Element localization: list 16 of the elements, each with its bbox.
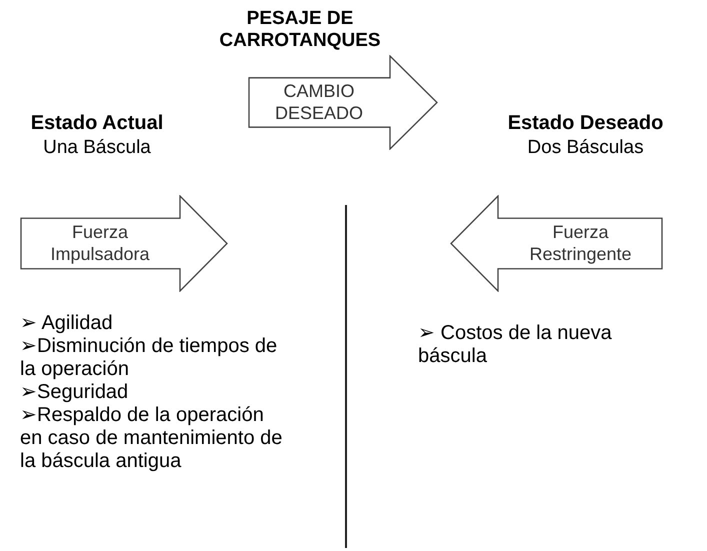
bullet-item: ➢Disminución de tiempos de la operación <box>20 335 278 381</box>
bullet-item: ➢Respaldo de la operación en caso de mantenimiento de la báscula antigua <box>20 404 284 473</box>
state-subtitle: Una Báscula <box>42 136 152 160</box>
title: PESAJE DE CARROTANQUES <box>218 8 382 52</box>
bullet-item: ➢ Costos de la nueva báscula <box>418 322 613 368</box>
state-subtitle: Dos Básculas <box>526 136 645 160</box>
state-heading: Estado Actual <box>30 111 164 135</box>
arrow-label: Fuerza Restringente <box>528 221 633 266</box>
bullet-item: ➢Seguridad <box>20 381 130 404</box>
block-arrow <box>248 55 438 150</box>
block-arrow <box>20 195 228 292</box>
bullet-item: ➢ Agilidad <box>20 312 114 335</box>
block-arrow <box>450 195 663 292</box>
arrow-label: Fuerza Impulsadora <box>49 221 151 266</box>
arrow-label: CAMBIO DESEADO <box>274 80 364 126</box>
state-heading: Estado Deseado <box>506 111 664 135</box>
